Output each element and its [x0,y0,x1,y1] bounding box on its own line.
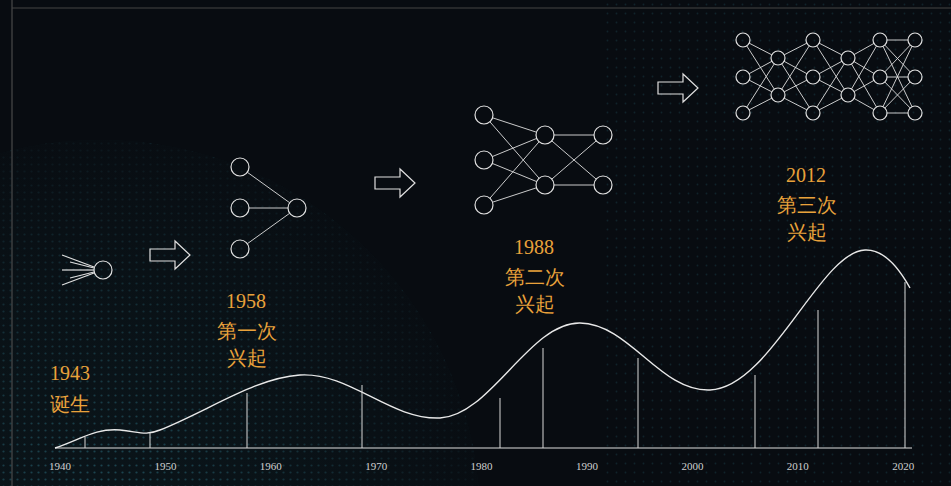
year-tick-label: 2000 [681,459,703,474]
milestone-label: 1943 [50,360,90,387]
neuron-icon [62,255,112,285]
milestone-label: 第三次 兴起 [774,192,840,246]
hollow-arrow [150,74,698,269]
curve-drops [85,282,905,448]
year-tick-label: 1990 [576,459,598,474]
milestone-label: 1988 [514,234,554,261]
globe-shade [0,140,480,486]
frame-line [12,8,951,9]
milestone-label: 2012 [786,162,826,189]
year-tick-label: 1940 [49,459,71,474]
milestone-label: 第二次 兴起 [502,264,568,318]
year-tick-label: 1950 [154,459,176,474]
milestone-label: 第一次 兴起 [214,318,280,372]
globe [0,140,480,486]
frame-line [12,0,13,486]
trend-curve [55,250,910,448]
year-tick-label: 1980 [471,459,493,474]
year-tick-label: 2010 [787,459,809,474]
milestone-label: 1958 [226,288,266,315]
year-tick-label: 1960 [260,459,282,474]
axis-line [55,447,912,448]
year-tick-label: 1970 [365,459,387,474]
dot-field [600,0,951,486]
globe-dots [0,140,480,486]
year-tick-label: 2020 [892,459,914,474]
network-icons [231,33,922,258]
milestone-label: 诞生 [50,391,90,418]
